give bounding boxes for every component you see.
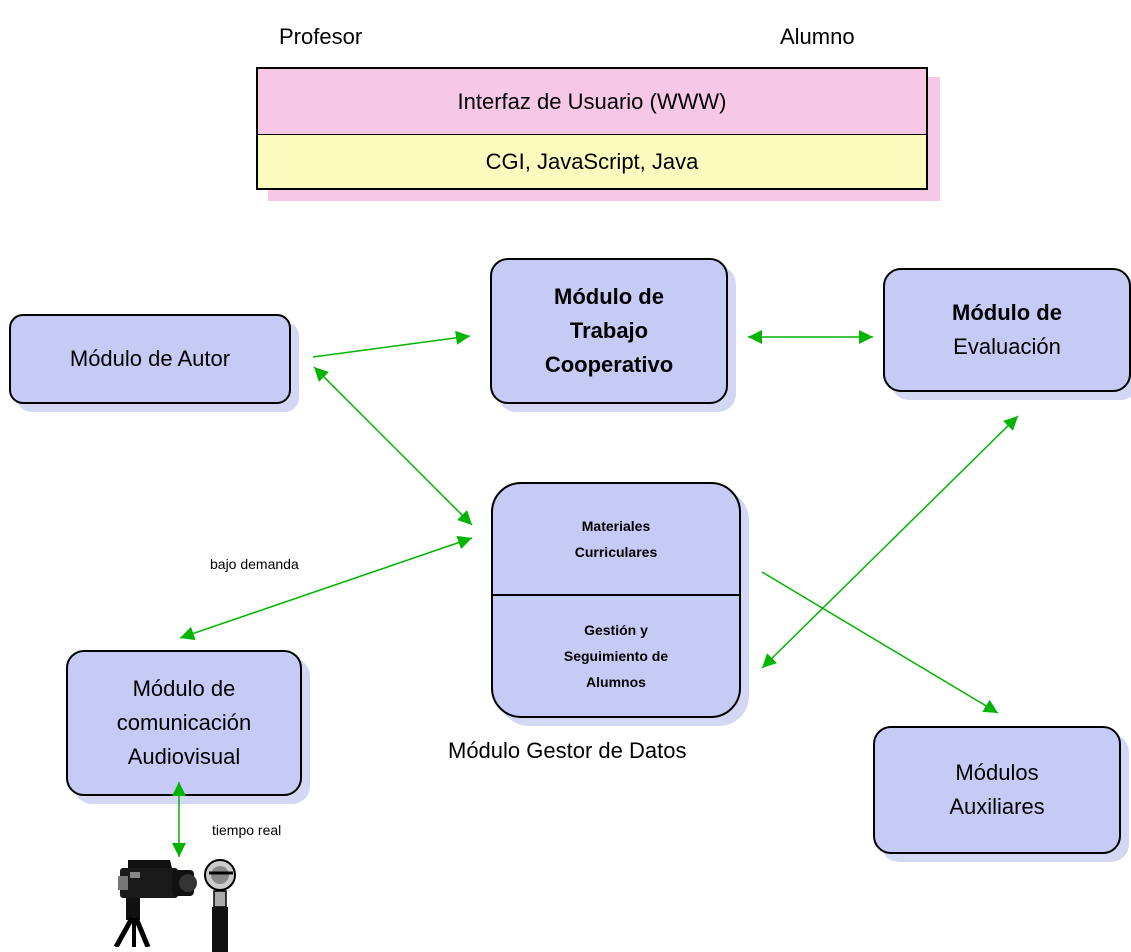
module-auxiliares-line1: Módulos: [955, 760, 1039, 785]
module-comunicacion-line2: comunicación: [116, 710, 252, 735]
gestor-divider: [493, 594, 739, 596]
arrow-gestor-auxiliares: [761, 571, 999, 714]
arrow-comunicacion-gestor: [179, 535, 473, 641]
module-trabajo-cooperativo: Módulo de Trabajo Cooperativo: [490, 258, 728, 404]
gestor-gestion: Gestión y Seguimiento de Alumnos: [493, 596, 739, 716]
module-evaluacion: Módulo de Evaluación: [883, 268, 1131, 392]
module-trabajo-line2: Trabajo: [569, 318, 649, 343]
module-trabajo-line3: Cooperativo: [544, 352, 674, 377]
label-tiempo-real: tiempo real: [212, 822, 282, 838]
module-auxiliares-line2: Auxiliares: [949, 794, 1045, 819]
module-evaluacion-line2: Evaluación: [953, 334, 1061, 359]
gestor-materiales: Materiales Curriculares: [493, 484, 739, 594]
module-trabajo-line1: Módulo de: [554, 284, 664, 309]
module-autor-label: Módulo de Autor: [69, 346, 231, 371]
module-gestor-datos: Materiales Curriculares Gestión y Seguim…: [491, 482, 741, 718]
role-profesor: Profesor: [279, 24, 363, 49]
video-camera-icon: [113, 860, 197, 947]
interface-layer: Interfaz de Usuario (WWW): [256, 67, 928, 135]
module-evaluacion-line1: Módulo de: [952, 300, 1062, 325]
module-auxiliares: Módulos Auxiliares: [873, 726, 1121, 854]
gestor-gestion-line1: Gestión y: [584, 622, 648, 638]
microphone-icon: [204, 859, 236, 952]
module-autor: Módulo de Autor: [9, 314, 291, 404]
scripting-layer: CGI, JavaScript, Java: [256, 134, 928, 190]
interface-label: Interfaz de Usuario (WWW): [457, 88, 727, 114]
gestor-materiales-line1: Materiales: [581, 518, 651, 534]
module-comunicacion-line3: Audiovisual: [127, 744, 241, 769]
gestor-caption: Módulo Gestor de Datos: [448, 738, 687, 763]
arrow-gestor-evaluacion: [761, 415, 1019, 669]
role-alumno: Alumno: [780, 24, 855, 49]
scripting-label: CGI, JavaScript, Java: [485, 148, 699, 174]
arrow-autor-gestor: [313, 366, 473, 526]
gestor-gestion-line3: Alumnos: [586, 674, 646, 690]
module-comunicacion-line1: Módulo de: [132, 676, 236, 701]
module-comunicacion-audiovisual: Módulo de comunicación Audiovisual: [66, 650, 302, 796]
gestor-materiales-line2: Curriculares: [574, 544, 658, 560]
arrow-autor-trabajo: [312, 330, 471, 358]
gestor-gestion-line2: Seguimiento de: [563, 648, 669, 664]
